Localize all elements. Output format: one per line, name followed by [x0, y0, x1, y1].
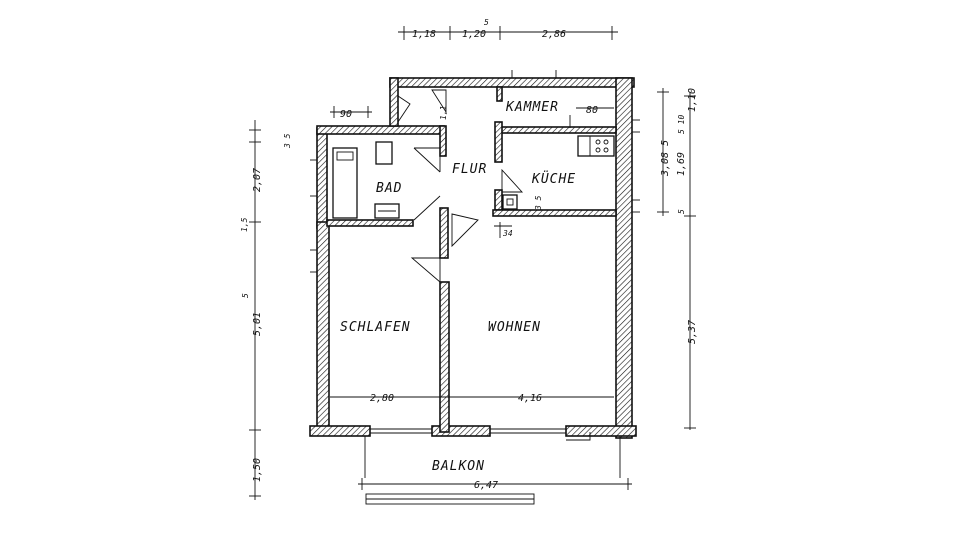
- room-label-flur: FLUR: [452, 162, 487, 177]
- dim-top-c: 2,86: [542, 29, 566, 40]
- wall-bad-schlafen: [326, 219, 414, 227]
- dim-top-b: 1,20: [462, 29, 486, 40]
- dim-bad-nib: 90: [340, 109, 352, 120]
- room-label-wohnen: WOHNEN: [488, 320, 541, 335]
- dim-right-d: 5: [677, 209, 686, 214]
- dim-left-b: 2,07: [252, 168, 263, 192]
- dim-right-c: 1,10: [687, 88, 698, 112]
- wall-bottom-left: [309, 425, 371, 437]
- dim-left-f: 1,50: [252, 458, 263, 482]
- wall-kueche-wohnen: [492, 209, 617, 217]
- dim-flur-a: 1,1: [439, 106, 448, 120]
- wall-schlafen-wohnen: [439, 281, 450, 433]
- room-label-balkon: BALKON: [432, 459, 485, 474]
- dim-right-b-sup: 5 10: [677, 115, 686, 134]
- doors: [397, 89, 591, 441]
- dim-top-b-sup: 5: [484, 18, 489, 27]
- fixtures: [332, 135, 615, 219]
- dim-right-b: 1,69: [676, 152, 687, 176]
- dim-kammer-w: 80: [586, 105, 598, 116]
- dim-left-a: 3 5: [283, 133, 292, 149]
- outer-walls: [309, 70, 640, 439]
- room-label-kueche: KÜCHE: [531, 170, 576, 187]
- wall-flur-left: [439, 207, 449, 259]
- bathtub: [332, 147, 358, 219]
- room-label-schlafen: SCHLAFEN: [340, 320, 411, 335]
- dim-right-a: 3,08 5: [660, 140, 671, 177]
- wall-left-schlafen: [316, 221, 330, 433]
- dim-left-c: 1,5: [240, 217, 249, 232]
- dimension-lines: [249, 26, 696, 500]
- wall-kammer-stub: [496, 86, 503, 102]
- wall-bad-top: [316, 125, 445, 135]
- wall-right: [615, 77, 633, 439]
- dim-top-a: 1,18: [412, 29, 436, 40]
- toilet: [375, 141, 393, 165]
- dim-kueche-a: 34: [502, 229, 513, 238]
- room-label-kammer: KAMMER: [505, 100, 559, 115]
- wall-bottom-right: [565, 425, 637, 437]
- room-label-bad: BAD: [376, 181, 402, 196]
- inner-walls: [326, 77, 617, 433]
- dim-right-e: 5,37: [687, 320, 698, 344]
- dim-schlafen-w: 2,80: [370, 393, 394, 404]
- wall-flur-left-top: [439, 125, 447, 157]
- balcony: [364, 436, 621, 505]
- wall-flur-kueche: [494, 121, 503, 163]
- wall-kammer-kueche: [497, 126, 617, 134]
- kitchen-counter: [577, 135, 615, 157]
- wall-bottom-mid: [431, 425, 491, 437]
- bath-sink: [374, 203, 400, 219]
- dimension-texts: 1,18 1,20 5 2,86 90 80 2,80 4,16 6,47 34…: [240, 18, 698, 491]
- wall-flur-kueche-low: [494, 189, 503, 211]
- chimney: [502, 194, 518, 210]
- dim-wohnen-w: 4,16: [518, 393, 542, 404]
- dim-kueche-b: 3 5: [534, 195, 543, 211]
- dim-balkon-w: 6,47: [474, 480, 498, 491]
- room-labels: KAMMER FLUR KÜCHE BAD SCHLAFEN WOHNEN BA…: [340, 100, 576, 474]
- dim-left-d: 5: [241, 293, 250, 298]
- wall-top: [389, 77, 635, 88]
- dim-left-e: 5,01: [252, 312, 263, 336]
- wall-left-bad: [316, 127, 328, 229]
- wall-entry-left: [389, 77, 399, 127]
